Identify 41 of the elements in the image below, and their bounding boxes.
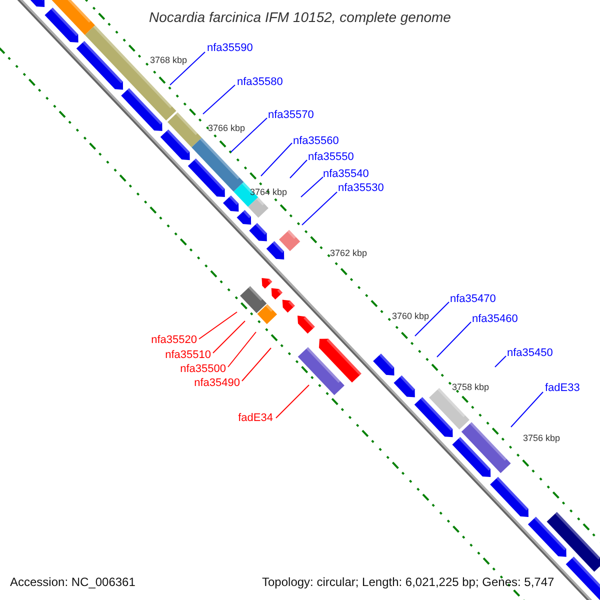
leader-line <box>290 160 308 178</box>
leader-line <box>228 332 256 368</box>
gene-label: nfa35510 <box>165 350 211 361</box>
scale-label: 3762 kbp <box>330 249 368 258</box>
gene-label: nfa35450 <box>507 348 553 359</box>
gene-label: nfa35500 <box>180 364 226 375</box>
gene-label: nfa35560 <box>293 136 339 147</box>
accession-text: Accession: NC_006361 <box>10 576 136 588</box>
scale-label: 3766 kbp <box>208 124 246 133</box>
scale-label: 3756 kbp <box>523 434 560 443</box>
leader-line <box>202 84 236 114</box>
gene-label: nfa35580 <box>237 77 283 88</box>
leader-line <box>242 348 272 382</box>
title: Nocardia farcinica IFM 10152, complete genome <box>148 10 452 24</box>
scale-label: 3758 kbp <box>452 383 490 392</box>
gene-label: nfa35520 <box>151 335 197 346</box>
gene-label: nfa35470 <box>450 294 496 305</box>
gene-label: nfa35540 <box>323 169 369 180</box>
gene-label: nfa35530 <box>338 183 384 194</box>
leader-line <box>198 312 238 340</box>
leader-line <box>170 52 206 86</box>
leader-line <box>494 356 506 368</box>
gene-label: nfa35550 <box>308 152 354 163</box>
scale-label: 3760 kbp <box>392 312 430 321</box>
leader-line <box>276 384 310 418</box>
leader-line <box>510 392 544 428</box>
leader-line <box>302 192 338 226</box>
leader-line <box>230 118 268 152</box>
leader-line <box>300 176 324 198</box>
gene-label: nfa35460 <box>472 314 518 325</box>
leader-line <box>212 320 246 354</box>
genome-summary: Topology: circular; Length: 6,021,225 bp; Genes: 5,747 <box>262 576 554 588</box>
leader-line <box>414 302 450 336</box>
gene-label: fadE34 <box>238 413 273 424</box>
gene-label: nfa35570 <box>268 110 314 121</box>
gene-label: nfa35490 <box>194 378 240 389</box>
gene-label: nfa35590 <box>207 43 253 54</box>
leader-line <box>436 322 472 358</box>
leader-line <box>260 142 292 176</box>
scale-label: 3768 kbp <box>150 56 188 65</box>
gene-label: fadE33 <box>545 383 580 394</box>
